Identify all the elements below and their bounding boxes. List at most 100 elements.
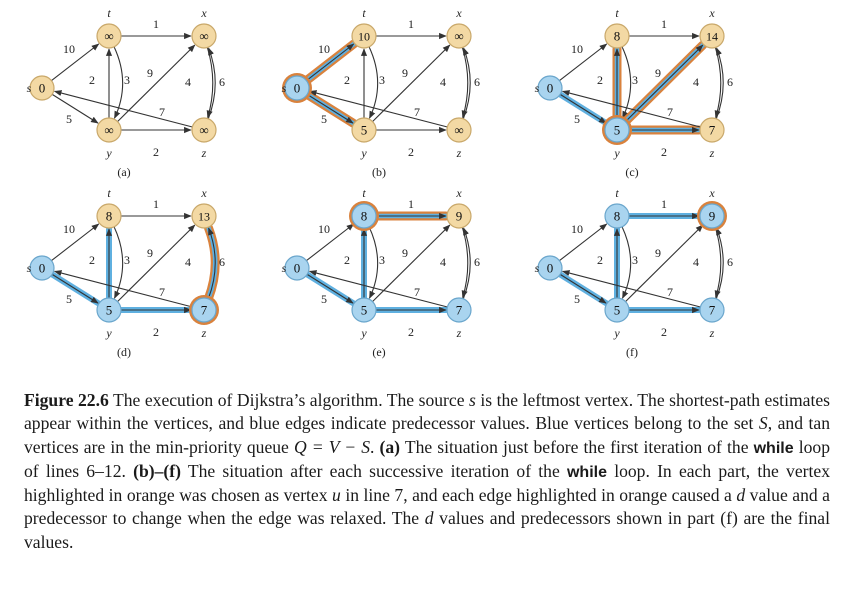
vertex-name: x	[708, 186, 715, 200]
vertex-x	[191, 23, 217, 49]
edge-st	[559, 223, 608, 262]
panel-label: (d)	[117, 345, 131, 359]
edge-weight: 7	[159, 285, 165, 299]
vertex-distance: ∞	[104, 29, 113, 44]
vertex-y	[604, 117, 630, 143]
edge-ty	[113, 46, 124, 119]
edge-weight: 7	[667, 285, 673, 299]
vertex-t	[604, 203, 630, 229]
caption-text: values and predecessors shown in part (f…	[24, 508, 830, 552]
caption-text: The situation just before the first iter…	[400, 436, 754, 457]
vertex-name: y	[105, 146, 112, 160]
vertex-s	[29, 75, 55, 101]
caption-part-label: (b)–(f)	[133, 460, 181, 481]
vertex-distance: 0	[547, 261, 554, 276]
vertex-z	[446, 117, 472, 143]
edge-weight: 4	[185, 255, 191, 269]
vertex-name: s	[27, 261, 32, 275]
edge-zs	[561, 270, 701, 308]
edge-weight: 1	[408, 197, 414, 211]
edge-ty	[621, 46, 632, 119]
edge-weight: 10	[318, 42, 330, 56]
caption-text: .	[370, 436, 380, 457]
vertex-name: t	[362, 186, 366, 200]
edge-weight: 3	[124, 253, 130, 267]
caption-text: loop of lines 6–12.	[24, 436, 831, 481]
edge-weight: 10	[571, 42, 583, 56]
vertex-name: s	[282, 261, 287, 275]
edge-sy	[306, 273, 354, 304]
caption-var: s	[469, 390, 476, 410]
vertex-distance: 5	[614, 123, 621, 138]
caption-var: S	[758, 413, 768, 434]
edge-weight: 6	[474, 255, 480, 269]
edge-weight: 3	[632, 73, 638, 87]
vertex-distance: 5	[614, 303, 621, 318]
caption-text: value and a predecessor to change when t…	[24, 485, 830, 529]
edge-weight: 1	[408, 17, 414, 31]
vertex-name: y	[613, 326, 620, 340]
vertex-name: t	[107, 186, 111, 200]
edge-st	[51, 43, 100, 82]
edge-weight: 9	[655, 66, 661, 80]
edge-weight: 7	[414, 285, 420, 299]
edge-zx	[715, 47, 724, 119]
edge-st	[559, 43, 608, 82]
vertex-s	[29, 255, 55, 281]
edge-weight: 2	[89, 73, 95, 87]
vertex-distance: 5	[361, 303, 368, 318]
edge-weight: 2	[344, 253, 350, 267]
edge-yx	[625, 224, 704, 302]
edge-ty	[368, 226, 379, 299]
edge-weight: 4	[440, 75, 446, 89]
edge-weight: 4	[440, 255, 446, 269]
panel-label: (f)	[626, 345, 638, 359]
vertex-s	[537, 75, 563, 101]
edge-weight: 5	[574, 292, 580, 306]
edge-weight: 5	[321, 112, 327, 126]
vertex-distance: 14	[706, 30, 718, 44]
vertex-name: y	[360, 146, 367, 160]
panel-label: (b)	[372, 165, 386, 179]
vertex-name: x	[708, 6, 715, 20]
vertex-name: s	[535, 81, 540, 95]
vertex-distance: 0	[39, 261, 46, 276]
caption-part-label: (a)	[379, 436, 401, 457]
edge-weight: 9	[147, 246, 153, 260]
edge-weight: 4	[185, 75, 191, 89]
edge-weight: 2	[597, 73, 603, 87]
edge-weight: 9	[402, 246, 408, 260]
edge-weight: 2	[344, 73, 350, 87]
caption-keyword: while	[753, 439, 794, 457]
vertex-x	[446, 203, 472, 229]
edge-zs	[53, 270, 193, 308]
edge-ty	[113, 226, 124, 299]
edge-weight: 2	[597, 253, 603, 267]
edge-zs	[561, 90, 701, 128]
caption-figure-label: Figure 22.6	[24, 390, 109, 410]
vertex-distance: 5	[361, 123, 368, 138]
edge-weight: 6	[727, 255, 733, 269]
vertex-z	[191, 117, 217, 143]
vertex-z	[446, 297, 472, 323]
edge-weight: 5	[321, 292, 327, 306]
panel-label: (c)	[625, 165, 638, 179]
edge-weight: 10	[571, 222, 583, 236]
vertex-name: y	[360, 326, 367, 340]
edge-weight: 10	[318, 222, 330, 236]
caption-equation: Q = V − S	[293, 436, 371, 457]
vertex-name: z	[201, 146, 207, 160]
vertex-x	[191, 203, 217, 229]
edge-weight: 3	[379, 73, 385, 87]
edge-sy	[51, 273, 99, 304]
vertex-y	[96, 117, 122, 143]
vertex-distance: ∞	[199, 29, 208, 44]
edge-zx	[462, 47, 471, 119]
edge-sy	[51, 93, 99, 124]
caption-text: loop. In each part, the vertex highlight…	[24, 460, 830, 506]
vertex-s	[537, 255, 563, 281]
caption-text: The execution of Dijkstra’s algorithm. T…	[108, 390, 470, 410]
vertex-distance: 8	[361, 209, 368, 224]
